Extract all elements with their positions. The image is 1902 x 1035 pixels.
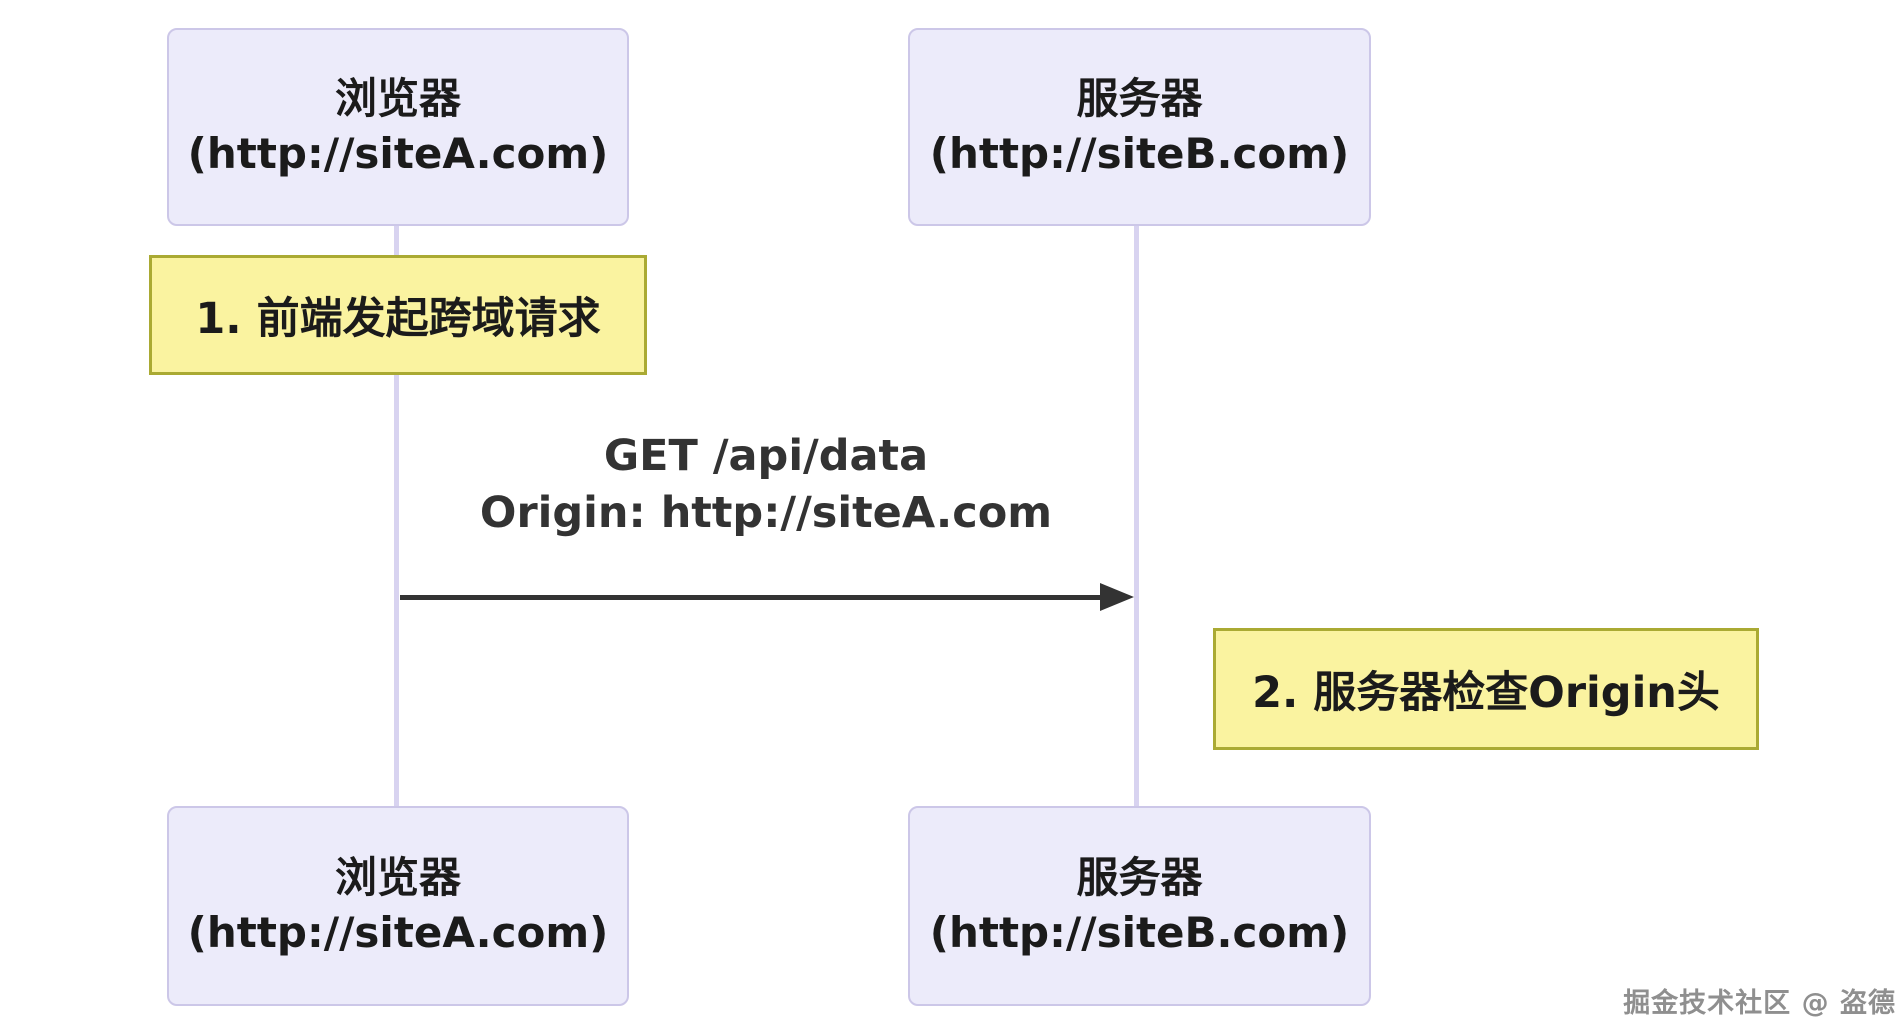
lifeline-server — [1134, 220, 1139, 808]
participant-title: 服务器 — [1076, 74, 1203, 124]
watermark: 掘金技术社区 @ 盗德 — [1623, 988, 1896, 1019]
note-label: 2. 服务器检查Origin头 — [1252, 668, 1720, 718]
message-arrow-line — [400, 595, 1106, 600]
participant-origin: (http://siteB.com) — [929, 129, 1350, 178]
participant-origin: (http://siteA.com) — [187, 908, 609, 957]
note-server-checks-origin: 2. 服务器检查Origin头 — [1213, 628, 1759, 750]
participant-server-top: 服务器 (http://siteB.com) — [908, 28, 1371, 226]
participant-origin: (http://siteA.com) — [187, 129, 609, 178]
participant-title: 浏览器 — [334, 74, 461, 124]
participant-title: 服务器 — [1076, 853, 1203, 903]
message-line-1: GET /api/data — [603, 431, 929, 481]
participant-origin: (http://siteB.com) — [929, 908, 1350, 957]
message-label: GET /api/data Origin: http://siteA.com — [416, 428, 1116, 542]
participant-title: 浏览器 — [334, 853, 461, 903]
message-arrowhead-icon — [1100, 583, 1134, 611]
note-label: 1. 前端发起跨域请求 — [195, 294, 601, 344]
participant-browser-bottom: 浏览器 (http://siteA.com) — [167, 806, 629, 1006]
lifeline-browser — [394, 220, 399, 808]
message-line-2: Origin: http://siteA.com — [479, 488, 1053, 538]
participant-browser-top: 浏览器 (http://siteA.com) — [167, 28, 629, 226]
participant-server-bottom: 服务器 (http://siteB.com) — [908, 806, 1371, 1006]
note-frontend-cross-origin-request: 1. 前端发起跨域请求 — [149, 255, 647, 375]
